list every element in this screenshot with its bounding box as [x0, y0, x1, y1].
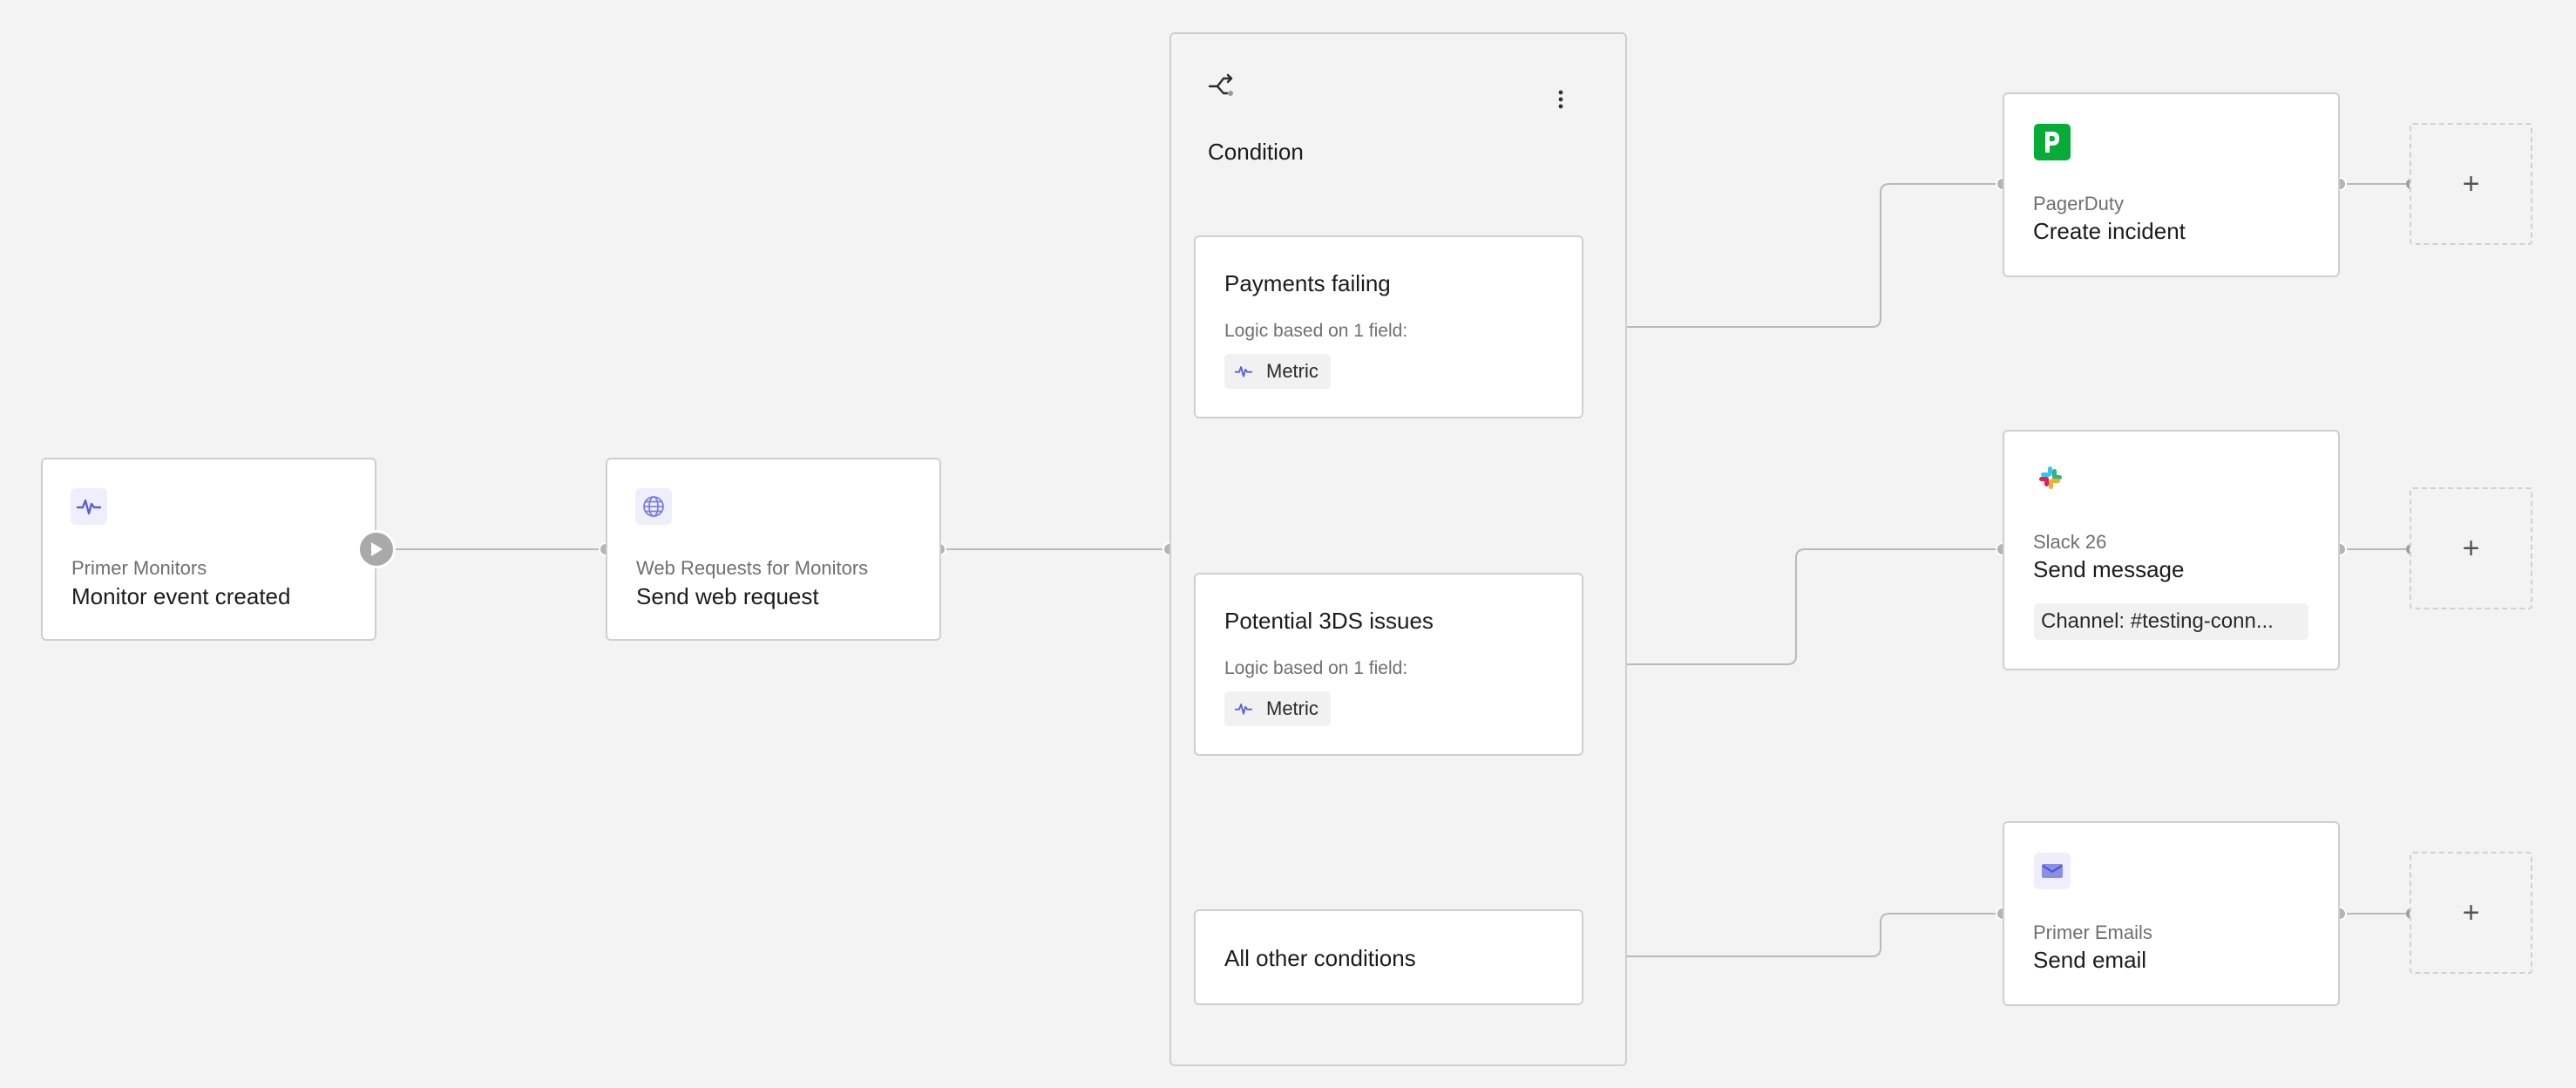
branch-card-payments-failing[interactable]: Payments failing Logic based on 1 field:… [1194, 235, 1583, 418]
action-name: Create incident [2033, 218, 2186, 244]
trigger-action: Monitor event created [71, 583, 291, 609]
plus-icon: + [2462, 167, 2480, 201]
pulse-icon [1235, 364, 1252, 379]
slack-card[interactable]: Slack 26 Send message Channel: #testing-… [2003, 430, 2340, 670]
action-app-name: Primer Emails [2033, 921, 2152, 943]
more-vertical-icon[interactable] [1548, 82, 1574, 117]
metric-field-chip[interactable]: Metric [1224, 354, 1331, 389]
web-request-app-name: Web Requests for Monitors [636, 557, 869, 579]
pagerduty-card[interactable]: PagerDuty Create incident [2003, 92, 2340, 277]
channel-chip[interactable]: Channel: #testing-conn... [2034, 603, 2308, 640]
branch-logic-label: Logic based on 1 field: [1224, 658, 1408, 678]
pagerduty-icon [2034, 124, 2071, 160]
branch-card-all-other[interactable]: All other conditions [1194, 909, 1583, 1005]
metric-field-chip[interactable]: Metric [1224, 691, 1331, 726]
pulse-icon [71, 488, 107, 525]
pulse-icon [1235, 701, 1252, 717]
email-icon [2034, 853, 2071, 889]
web-request-card[interactable]: Web Requests for Monitors Send web reque… [606, 458, 941, 641]
action-name: Send email [2033, 947, 2147, 973]
chip-label: Metric [1266, 360, 1319, 382]
branch-name: All other conditions [1224, 945, 1416, 971]
chip-label: Metric [1266, 697, 1319, 719]
plus-icon: + [2462, 531, 2480, 565]
plus-icon: + [2462, 895, 2480, 929]
trigger-app-name: Primer Monitors [71, 557, 207, 579]
add-step-button[interactable]: + [2410, 852, 2532, 974]
branch-icon [1208, 72, 1237, 103]
globe-icon [635, 488, 672, 525]
branch-name: Payments failing [1224, 270, 1391, 296]
action-app-name: PagerDuty [2033, 193, 2124, 214]
slack-icon [2032, 459, 2069, 496]
web-request-action: Send web request [636, 583, 819, 609]
trigger-card[interactable]: Primer Monitors Monitor event created [41, 458, 376, 641]
condition-title: Condition [1208, 139, 1304, 165]
add-step-button[interactable]: + [2410, 487, 2532, 609]
run-trigger-button[interactable] [357, 530, 396, 568]
branch-card-potential-3ds[interactable]: Potential 3DS issues Logic based on 1 fi… [1194, 573, 1583, 756]
email-card[interactable]: Primer Emails Send email [2003, 821, 2340, 1006]
action-app-name: Slack 26 [2033, 531, 2107, 553]
condition-group[interactable]: Condition [1169, 32, 1627, 1066]
action-name: Send message [2033, 556, 2185, 582]
branch-name: Potential 3DS issues [1224, 608, 1434, 634]
add-step-button[interactable]: + [2410, 123, 2532, 245]
branch-logic-label: Logic based on 1 field: [1224, 321, 1408, 341]
play-icon [371, 542, 383, 556]
